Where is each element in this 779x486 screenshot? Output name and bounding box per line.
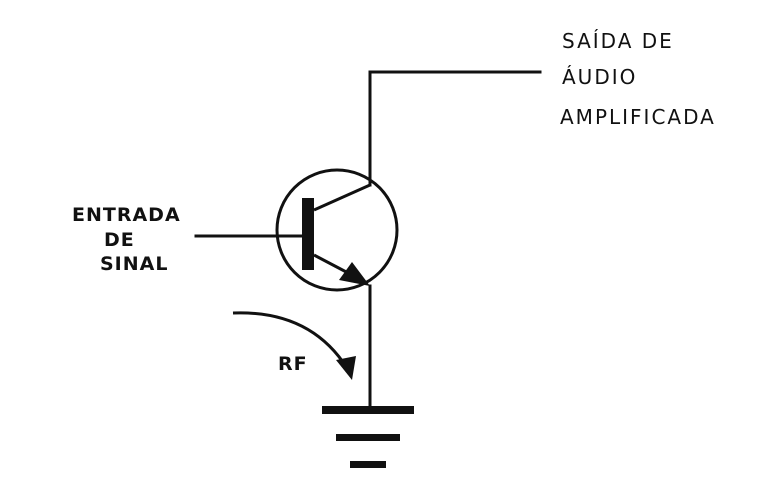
- transistor-symbol: [275, 168, 399, 292]
- input-label-line2: DE: [104, 229, 135, 251]
- input-label-line3: SINAL: [100, 253, 168, 275]
- transistor-base-bar: [302, 198, 314, 270]
- ground-icon: [322, 406, 414, 468]
- output-wire: [368, 70, 542, 187]
- emitter-arrow-icon: [339, 262, 370, 286]
- transistor-collector-lead: [313, 183, 371, 212]
- rf-label: RF: [278, 353, 308, 375]
- transistor-envelope: [275, 168, 399, 292]
- output-label-line2: ÁUDIO: [562, 65, 637, 89]
- output-label-line3: AMPLIFICADA: [560, 105, 716, 129]
- input-label-line1: ENTRADA: [72, 204, 181, 226]
- output-label-line1: SAÍDA DE: [562, 29, 674, 53]
- rf-arrow-icon: [232, 311, 356, 380]
